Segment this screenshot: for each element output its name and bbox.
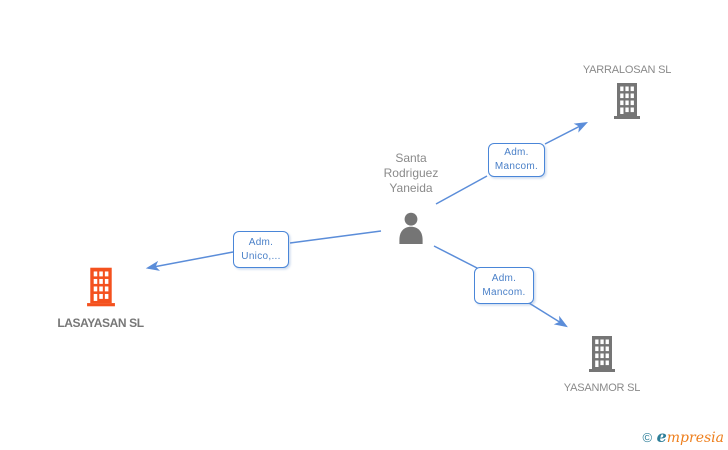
edge-label-line1: Adm. (491, 272, 517, 284)
edge-line (145, 251, 234, 271)
company-node-yasanmor[interactable]: YASANMOR SL (537, 336, 667, 395)
person-name: Santa Rodriguez Yaneida (383, 151, 439, 195)
edge-label-line2: Unico,... (241, 250, 281, 262)
company-name: LASAYASAN SL (57, 316, 144, 330)
company-name: YARRALOSAN SL (582, 64, 672, 76)
logo-initial: e (656, 427, 667, 446)
edge-line (544, 121, 589, 145)
edge-label-line1: Adm. (504, 147, 529, 158)
building-icon (86, 267, 116, 307)
company-node-yarralosan[interactable]: YARRALOSAN SL (566, 63, 688, 124)
edge-line (528, 302, 568, 328)
edge-label-line1: Adm. (248, 236, 274, 248)
edge-label-adm-mancom-1: Adm. Mancom. (488, 143, 545, 177)
company-name: YASANMOR SL (563, 382, 641, 394)
person-icon (397, 212, 425, 244)
edge-label-adm-unico: Adm. Unico,... (233, 231, 289, 268)
company-node-lasayasan[interactable]: LASAYASAN SL (30, 267, 171, 330)
edge-line (433, 245, 480, 270)
empresia-logo[interactable]: © empresia (643, 428, 724, 447)
copyright-icon: © (642, 430, 653, 445)
person-node[interactable]: Santa Rodriguez Yaneida (368, 151, 454, 244)
building-icon (588, 336, 616, 372)
edge-label-adm-mancom-2: Adm. Mancom. (474, 267, 534, 304)
edge-label-line2: Mancom. (494, 161, 539, 172)
building-icon (613, 83, 641, 119)
edge-label-line2: Mancom. (482, 286, 526, 298)
logo-text: mpresia (666, 430, 724, 446)
